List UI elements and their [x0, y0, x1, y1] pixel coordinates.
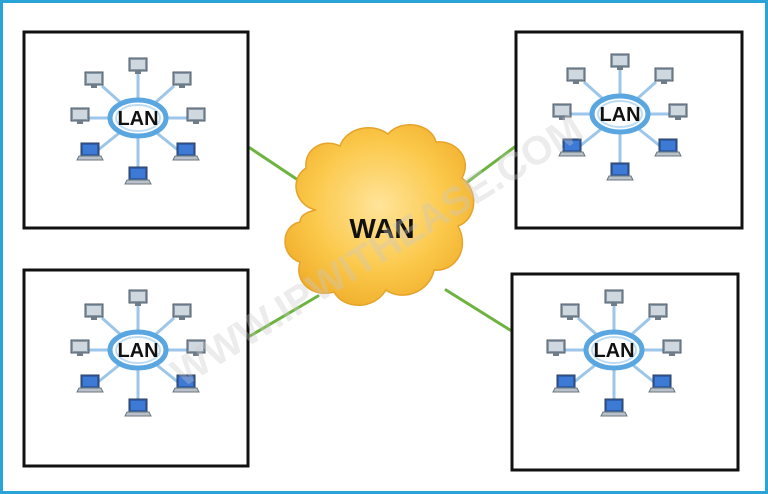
lan-label: LAN: [117, 108, 158, 130]
wan-link-top-right: [460, 144, 518, 188]
lan-box-bottom-left: LAN: [22, 268, 250, 468]
lan-box-bottom-right: LAN: [510, 272, 740, 472]
wan-link-bottom-left: [248, 294, 320, 338]
lan-label: LAN: [593, 340, 634, 362]
cloud-icon: [284, 124, 475, 306]
wan-label: WAN: [349, 213, 414, 244]
lan-box-top-left: LAN: [22, 30, 250, 230]
lan-box-top-right: LAN: [514, 30, 744, 230]
wan-link-bottom-right: [444, 288, 512, 332]
lan-label: LAN: [599, 104, 640, 126]
wan-cloud: WAN: [284, 124, 475, 306]
lan-label: LAN: [117, 340, 158, 362]
